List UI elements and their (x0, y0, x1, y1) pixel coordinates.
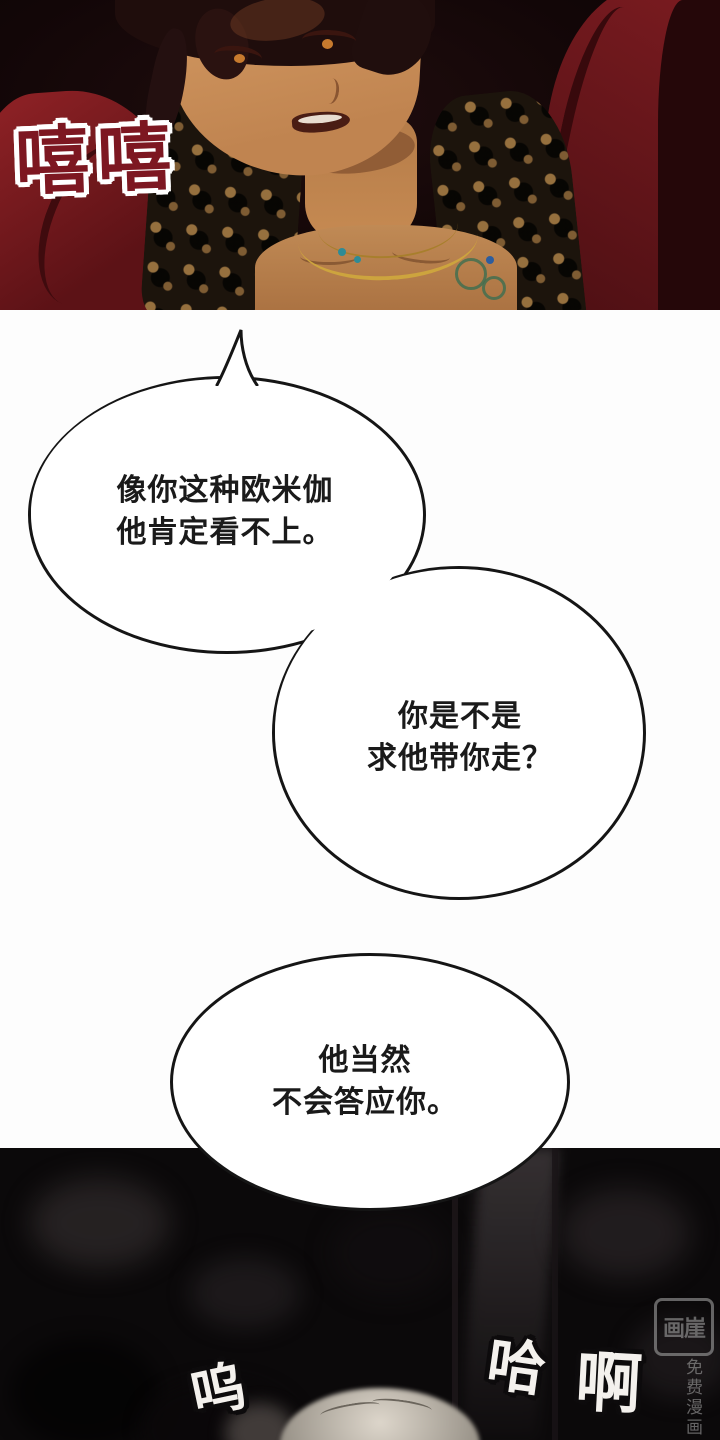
collarbone-left (300, 248, 358, 265)
speech-bubble-1-lower-fill (275, 569, 637, 891)
speech-line: 像你这种欧米伽 (116, 474, 334, 507)
bubble1-tail (215, 329, 259, 386)
left-iris (234, 54, 245, 63)
dark-blob-2 (330, 1208, 450, 1298)
speech-line: 你是不是 (398, 700, 522, 733)
speech-text-1-lower: 你是不是 求他带你走？ (300, 696, 620, 780)
light-head-shape (280, 1388, 480, 1440)
bead-teal-1 (338, 248, 346, 256)
jacket-right-shadow-edge (658, 0, 720, 310)
speech-text-2: 他当然 不会答应你。 (185, 1040, 545, 1124)
bead-blue (486, 256, 494, 264)
smoke-blob-1 (30, 1178, 170, 1268)
speech-line: 求他带你走？ (367, 742, 553, 775)
watermark-label: 免费漫画 (683, 1358, 702, 1438)
right-iris (322, 39, 333, 49)
speech-line: 他当然 (318, 1044, 412, 1077)
tattoo-ring-2 (482, 276, 506, 300)
door-frame-left (452, 1148, 458, 1440)
watermark-logo: 画崖 (654, 1298, 714, 1356)
bead-teal-2 (354, 256, 361, 263)
speech-line: 不会答应你。 (272, 1086, 458, 1119)
sfx-a-text: 啊 (573, 1344, 644, 1422)
door-frame-right (552, 1148, 558, 1440)
speech-bubble-2 (170, 953, 570, 1211)
tattoo-ring-1 (455, 258, 487, 290)
smoke-blob-2 (190, 1258, 300, 1328)
speech-text-1-upper: 像你这种欧米伽 他肯定看不上。 (60, 470, 390, 554)
top-panel: 嘻嘻 (0, 0, 720, 310)
sfx-hehe-text: 嘻嘻 (13, 115, 181, 204)
bottom-panel: 呜 哈 啊 (0, 1148, 720, 1440)
sfx-ha-text: 哈 (482, 1331, 550, 1404)
smoke-blob-3 (560, 1188, 690, 1278)
speech-line: 他肯定看不上。 (116, 516, 334, 549)
smoke-blob-4 (630, 1318, 720, 1398)
dark-blob-1 (10, 1338, 160, 1440)
